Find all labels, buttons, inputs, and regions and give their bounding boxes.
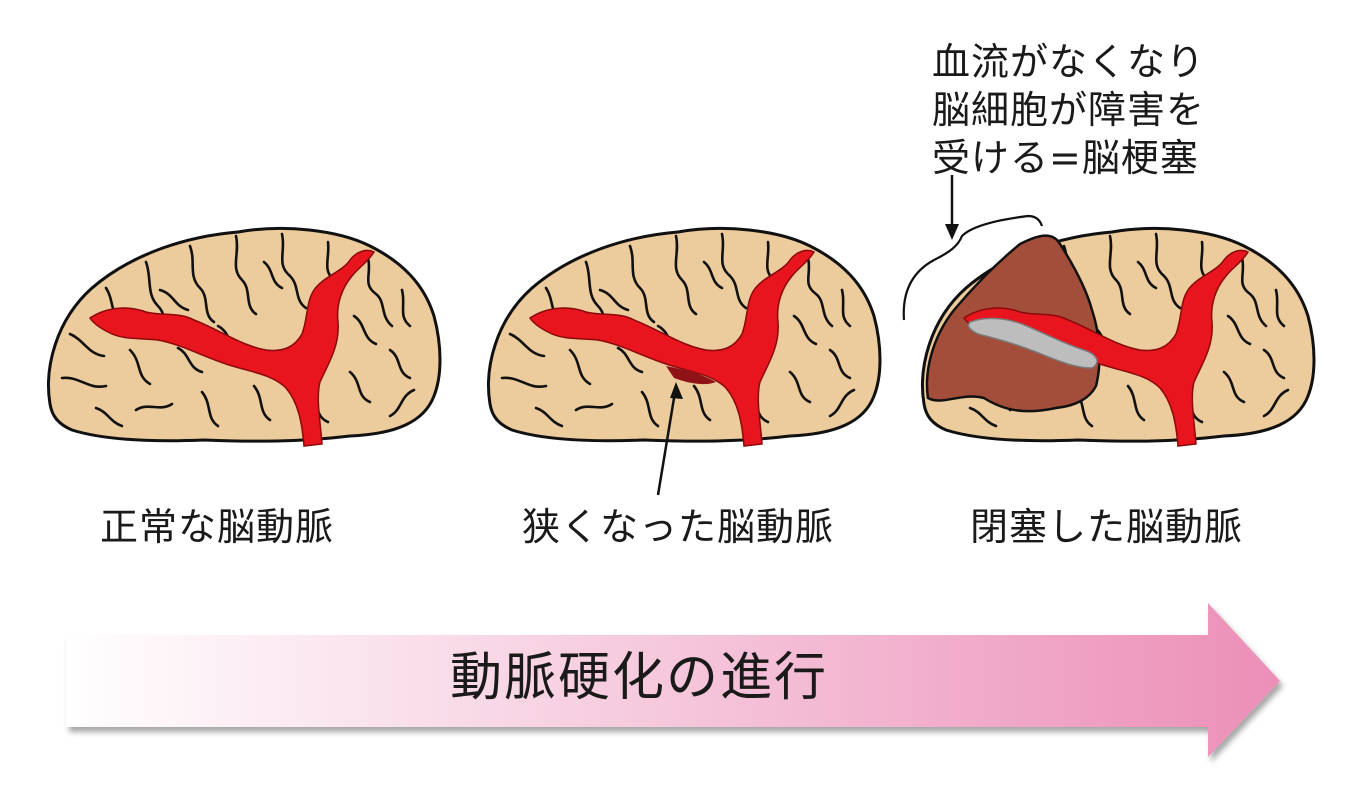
callout-line: 脳細胞が障害を xyxy=(932,88,1206,132)
infarction-callout: 血流がなくなり 脳細胞が障害を 受ける=脳梗塞 xyxy=(932,38,1205,182)
label-narrowed-artery: 狭くなった脳動脈 xyxy=(522,505,835,549)
progress-arrow xyxy=(66,603,1280,757)
callout-line: 受ける=脳梗塞 xyxy=(932,136,1199,180)
pointer-arrow-narrowed xyxy=(656,385,678,496)
label-normal-artery: 正常な脳動脈 xyxy=(100,505,335,549)
progress-label: 動脈硬化の進行 xyxy=(450,648,829,708)
blocked-segment xyxy=(967,317,1098,369)
label-occluded-artery: 閉塞した脳動脈 xyxy=(970,505,1244,549)
callout-line: 血流がなくなり xyxy=(932,40,1206,84)
pointer-arrowhead xyxy=(670,382,683,399)
stenosis xyxy=(666,366,716,385)
callout-bracket xyxy=(902,214,1044,321)
brain-normal xyxy=(47,226,442,447)
callout-arrowhead xyxy=(945,224,959,240)
brain-narrowed xyxy=(487,226,882,447)
brain-occluded xyxy=(921,226,1316,447)
